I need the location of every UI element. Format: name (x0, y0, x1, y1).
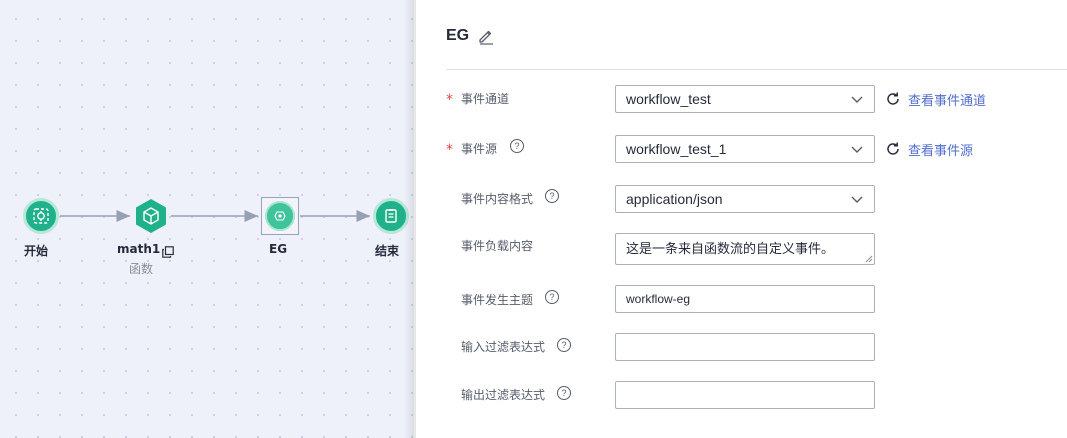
event-source-select[interactable]: workflow_test_1 (615, 135, 875, 163)
function-cube-icon (133, 198, 169, 234)
input-filter-input[interactable] (615, 333, 875, 361)
panel-shadow (404, 0, 416, 438)
target-icon (23, 198, 59, 234)
subject-value: workflow-eg (626, 292, 691, 306)
payload-label: 事件负载内容 (461, 239, 534, 253)
workflow-edges (60, 210, 370, 222)
payload-value: 这是一条来自函数流的自定义事件。 (626, 241, 835, 256)
node-math1-sublabel: 函数 (129, 262, 154, 276)
node-config-panel: EG * 事件通道 workflow_test 查看事件通道 * 事件源 ? w… (416, 0, 1067, 438)
required-mark: * (446, 92, 453, 108)
selection-box (261, 197, 299, 235)
help-icon[interactable]: ? (557, 338, 571, 352)
payload-textarea[interactable]: 这是一条来自函数流的自定义事件。 (615, 233, 875, 265)
chevron-down-icon (851, 146, 863, 153)
subject-label: 事件发生主题 (461, 293, 534, 307)
help-icon[interactable]: ? (545, 290, 559, 304)
event-channel-value: workflow_test (626, 91, 711, 107)
event-channel-select[interactable]: workflow_test (615, 85, 875, 113)
event-source-label: 事件源 (461, 142, 498, 156)
node-eg[interactable] (261, 197, 299, 235)
node-end-label: 结束 (375, 244, 400, 258)
node-start[interactable] (23, 198, 59, 234)
pencil-icon[interactable] (477, 27, 495, 45)
chevron-down-icon (851, 196, 863, 203)
node-math1-label: math1 (117, 242, 161, 256)
node-eg-label: EG (269, 242, 288, 256)
refresh-icon[interactable] (885, 141, 901, 157)
chevron-down-icon (851, 96, 863, 103)
eventgrid-icon (265, 201, 295, 231)
resize-grip-icon[interactable] (865, 255, 873, 263)
content-format-label: 事件内容格式 (461, 192, 534, 206)
content-format-select[interactable]: application/json (615, 185, 875, 213)
input-filter-label: 输入过滤表达式 (461, 340, 546, 354)
header-divider (446, 69, 1067, 70)
help-icon[interactable]: ? (557, 386, 571, 400)
output-filter-input[interactable] (615, 381, 875, 409)
subject-input[interactable]: workflow-eg (615, 285, 875, 313)
content-format-value: application/json (626, 191, 723, 207)
help-icon[interactable]: ? (510, 139, 524, 153)
refresh-icon[interactable] (885, 91, 901, 107)
view-event-channel-link[interactable]: 查看事件通道 (908, 94, 987, 109)
copy-icon[interactable] (162, 243, 174, 258)
panel-title: EG (446, 27, 470, 44)
output-filter-label: 输出过滤表达式 (461, 388, 546, 402)
event-channel-label: 事件通道 (461, 92, 510, 106)
workflow-canvas[interactable]: 开始 math1 函数 EG (0, 0, 414, 438)
node-end[interactable] (373, 198, 409, 234)
help-icon[interactable]: ? (545, 189, 559, 203)
event-source-value: workflow_test_1 (626, 141, 727, 157)
required-mark: * (446, 142, 453, 158)
node-math1[interactable] (133, 198, 169, 234)
view-event-source-link[interactable]: 查看事件源 (908, 144, 974, 159)
document-icon (373, 198, 409, 234)
node-start-label: 开始 (24, 244, 49, 258)
